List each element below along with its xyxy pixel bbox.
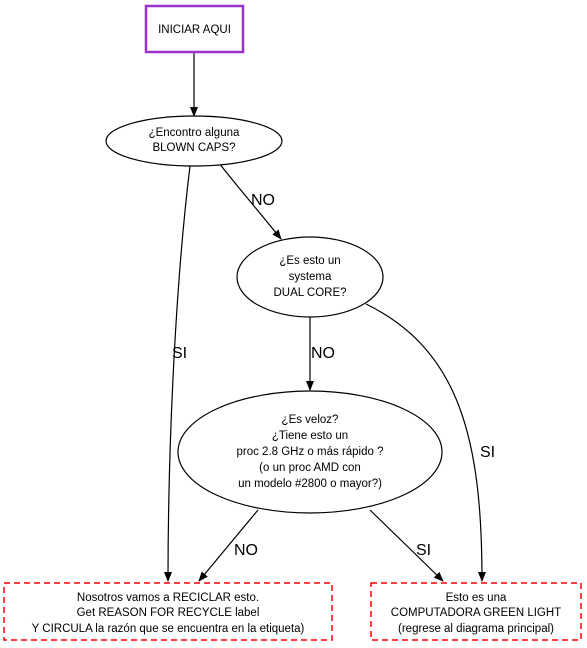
green-light-box	[370, 582, 582, 641]
fast-line-3: proc 2.8 GHz o más rápido ?	[236, 446, 383, 458]
blown-caps-line-1: ¿Encontro alguna	[149, 127, 240, 139]
fast-line-4: (o un proc AMD con	[259, 462, 361, 474]
fast-line-2: ¿Tiene esto un	[272, 430, 348, 442]
fast-line-5: un modelo #2800 o mayor?)	[238, 478, 382, 490]
fast-ellipse	[177, 390, 443, 514]
blown-caps-ellipse	[105, 115, 283, 167]
dual-core-ellipse	[236, 236, 384, 318]
recycle-line-2: Get REASON FOR RECYCLE label	[77, 607, 260, 619]
edge-label-si-3: SI	[416, 542, 431, 559]
dual-core-line-3: DUAL CORE?	[273, 287, 346, 299]
node-green-light: Esto es una COMPUTADORA GREEN LIGHT (reg…	[370, 582, 582, 641]
node-fast-question: ¿Es veloz? ¿Tiene esto un proc 2.8 GHz o…	[177, 390, 443, 514]
fast-line-1: ¿Es veloz?	[282, 414, 339, 426]
blown-caps-line-2: BLOWN CAPS?	[152, 142, 235, 154]
edge-label-no-1: NO	[251, 192, 275, 209]
node-start: INICIAR AQUI	[144, 4, 245, 54]
edge-dual-core-to-green	[365, 303, 486, 582]
edge-label-no-3: NO	[234, 542, 258, 559]
edge-fast-to-green	[369, 509, 444, 582]
recycle-line-1: Nosotros vamos a RECICLAR esto.	[77, 592, 259, 604]
edges	[164, 53, 486, 582]
recycle-line-3: Y CIRCULA la razón que se encuentra en l…	[32, 623, 305, 635]
edge-label-si-2: SI	[480, 444, 495, 461]
green-light-line-1: Esto es una	[446, 592, 507, 604]
green-light-line-3: (regrese al diagrama principal)	[398, 623, 554, 635]
edge-blown-caps-to-recycle	[164, 165, 191, 582]
edge-label-no-2: NO	[311, 345, 335, 362]
recycle-box	[3, 582, 333, 641]
green-light-line-2: COMPUTADORA GREEN LIGHT	[391, 607, 561, 619]
node-recycle: Nosotros vamos a RECICLAR esto. Get REAS…	[3, 582, 333, 641]
dual-core-line-1: ¿Es esto un	[279, 255, 340, 267]
edge-labels: NO SI NO SI NO SI	[172, 192, 495, 559]
start-label: INICIAR AQUI	[158, 24, 231, 36]
node-blown-caps-question: ¿Encontro alguna BLOWN CAPS?	[105, 115, 283, 167]
dual-core-line-2: systema	[289, 271, 332, 283]
edge-label-si-1: SI	[172, 345, 187, 362]
node-dual-core-question: ¿Es esto un systema DUAL CORE?	[236, 236, 384, 318]
start-box	[144, 4, 245, 54]
edge-fast-to-recycle	[198, 509, 259, 582]
edge-blown-caps-to-dual-core	[218, 162, 282, 240]
